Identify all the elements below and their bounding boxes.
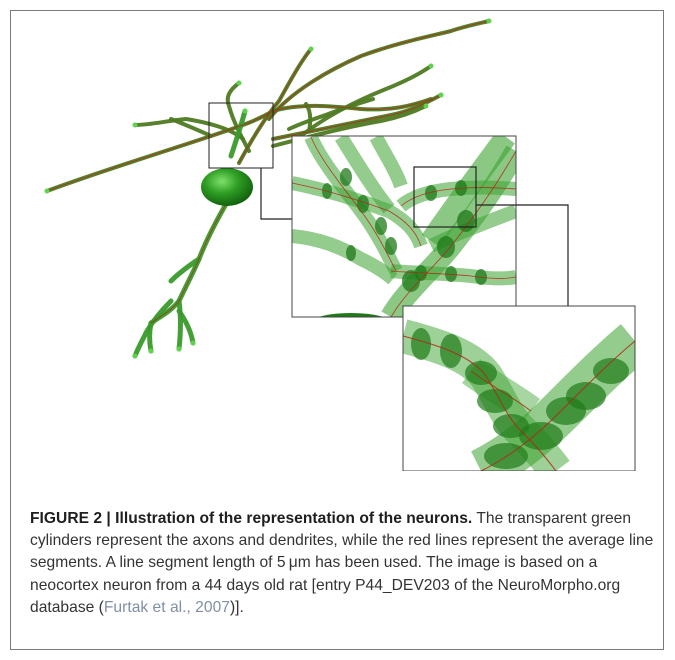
figure-label: FIGURE 2 | — [30, 510, 115, 527]
neuron-illustration — [11, 11, 665, 471]
caption-text-part-2: )]. — [230, 599, 244, 616]
zoom-connector-1 — [261, 168, 292, 219]
neuron-soma — [201, 168, 253, 206]
zoom-panel-large — [403, 306, 635, 471]
figure-panel: FIGURE 2 | Illustration of the represent… — [10, 10, 664, 650]
zoom-panel-medium — [292, 136, 516, 333]
figure-title: Illustration of the representation of th… — [115, 510, 472, 527]
figure-caption: FIGURE 2 | Illustration of the represent… — [30, 508, 660, 619]
citation-link[interactable]: Furtak et al., 2007 — [104, 599, 230, 616]
